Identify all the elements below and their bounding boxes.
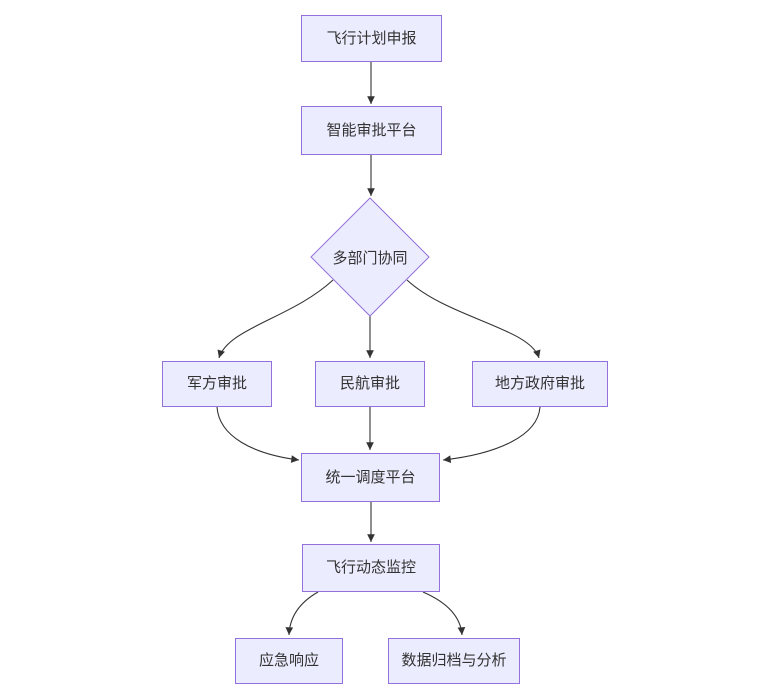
node-local-government-approval: 地方政府审批: [472, 361, 608, 407]
edge-coordination-to-localgov: [406, 279, 541, 359]
node-smart-approval-platform: 智能审批平台: [301, 106, 442, 155]
node-label: 地方政府审批: [494, 375, 585, 392]
node-label: 数据归档与分析: [401, 652, 507, 669]
node-military-approval: 军方审批: [162, 361, 272, 407]
node-flight-status-monitoring: 飞行动态监控: [302, 544, 440, 592]
edge-military-to-dispatch: [216, 406, 300, 463]
node-label: 统一调度平台: [325, 468, 416, 486]
node-civil-aviation-approval: 民航审批: [315, 361, 425, 407]
edge-monitoring-to-emergency: [285, 591, 319, 636]
node-label: 飞行动态监控: [325, 559, 416, 576]
node-data-archiving-analysis: 数据归档与分析: [388, 638, 520, 684]
node-label: 飞行计划申报: [326, 29, 417, 47]
node-label: 智能审批平台: [326, 121, 417, 139]
edge-localgov-to-dispatch: [442, 406, 541, 463]
edge-coordination-to-military: [217, 279, 334, 359]
node-flight-plan-declaration: 飞行计划申报: [301, 15, 442, 62]
node-label: 应急响应: [258, 652, 319, 669]
node-multi-department-coordination-shape: [310, 197, 430, 317]
node-label: 军方审批: [186, 375, 247, 392]
node-label: 民航审批: [339, 375, 400, 392]
node-emergency-response: 应急响应: [235, 638, 343, 684]
edge-monitoring-to-archive: [422, 591, 466, 636]
node-unified-dispatch-platform: 统一调度平台: [301, 453, 440, 502]
